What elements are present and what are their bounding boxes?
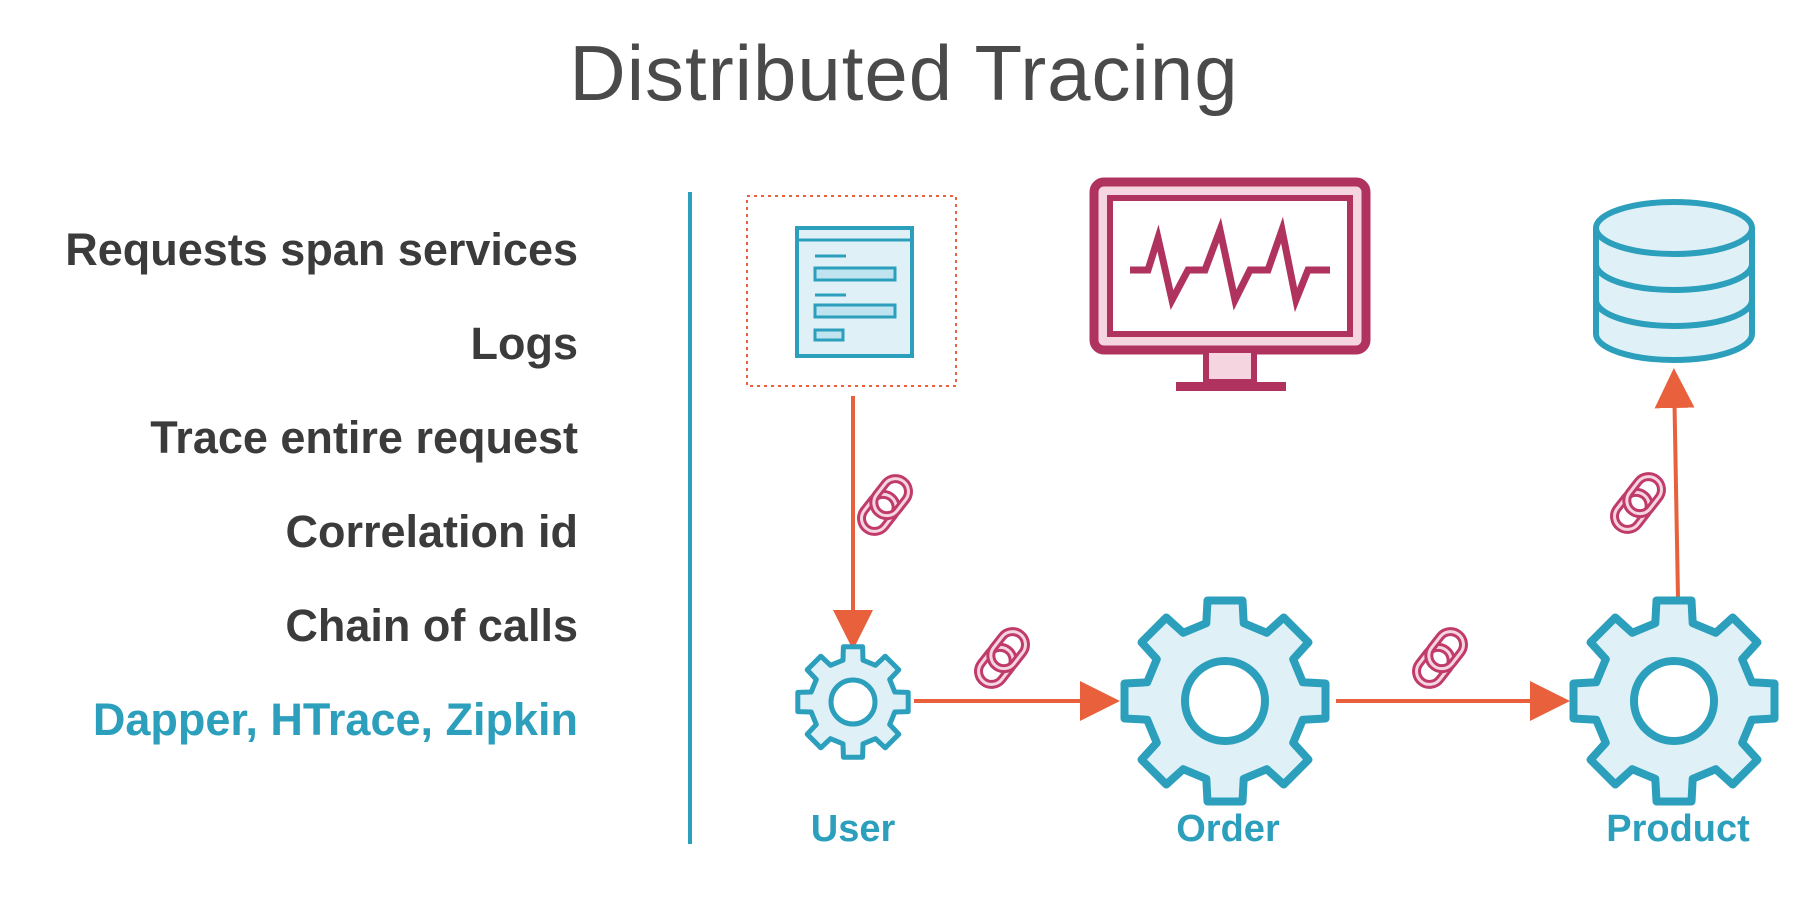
gear-icon (795, 644, 911, 760)
bullet-list: Requests span services Logs Trace entire… (0, 210, 578, 774)
arrow-product-to-database (1654, 368, 1695, 599)
bullet-item: Trace entire request (150, 412, 578, 463)
chain-link-icon (1609, 471, 1666, 534)
service-label-product: Product (1606, 808, 1750, 850)
database-icon (1593, 199, 1755, 363)
bullet-item: Chain of calls (285, 600, 578, 651)
service-label-order: Order (1176, 808, 1280, 850)
browser-window-icon (746, 195, 957, 387)
gear-icon (1120, 596, 1330, 806)
bullet-item: Correlation id (285, 506, 578, 557)
vertical-divider (688, 192, 692, 844)
heartbeat-monitor-icon (1089, 177, 1371, 391)
chain-link-icon (973, 626, 1030, 689)
bullet-item-highlight: Dapper, HTrace, Zipkin (92, 694, 578, 745)
gear-icon (1569, 596, 1779, 806)
service-label-user: User (810, 808, 896, 850)
slide-title: Distributed Tracing (569, 29, 1239, 117)
chain-link-icon (856, 473, 913, 536)
bullet-item: Logs (470, 318, 579, 369)
bullet-item: Requests span services (65, 224, 578, 275)
chain-link-icon (1411, 626, 1468, 689)
